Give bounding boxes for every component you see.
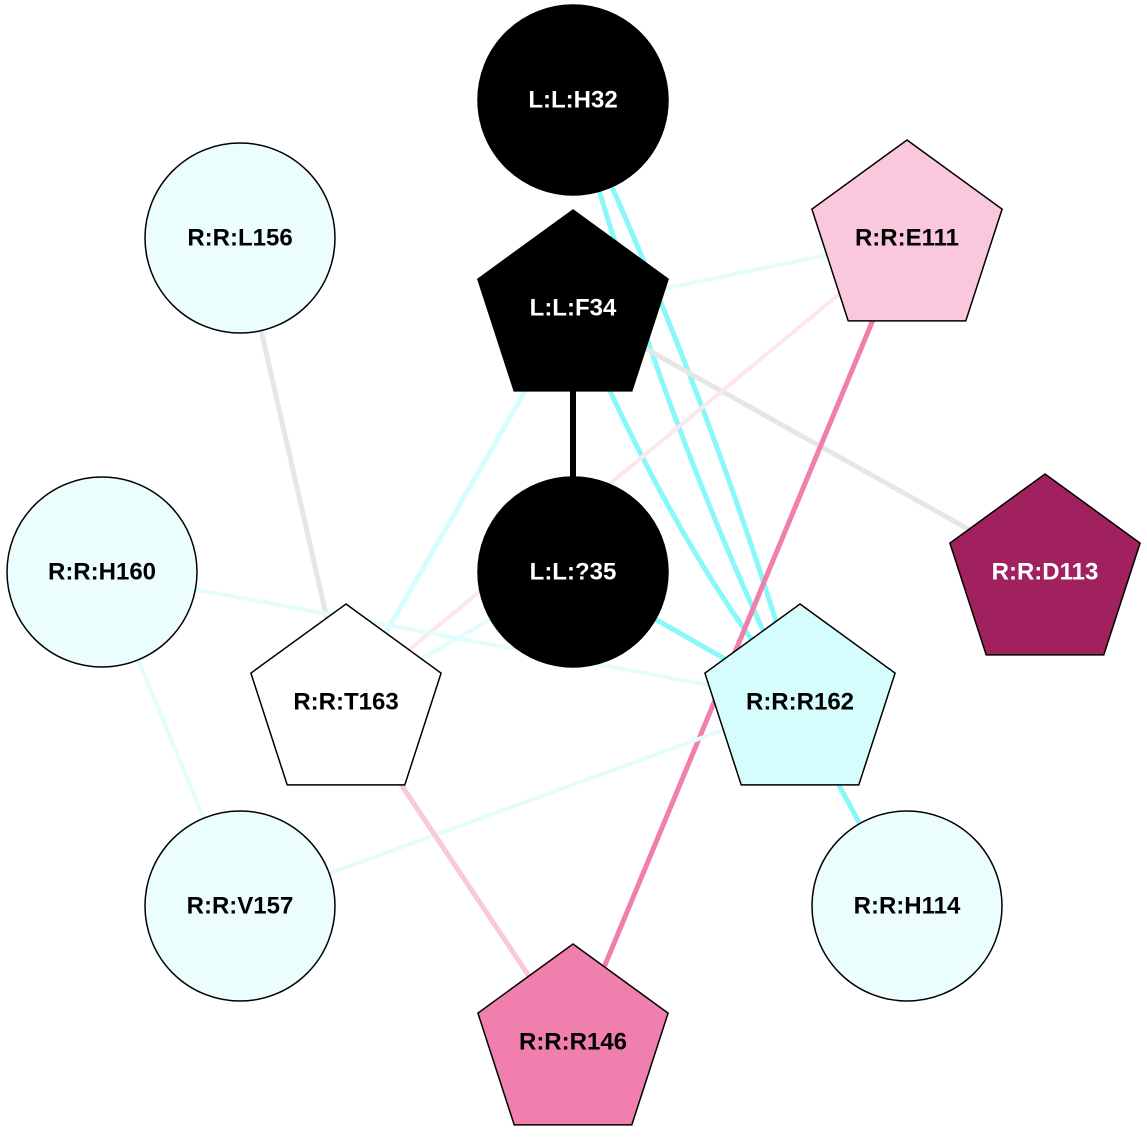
node-shape-l-l-h32 [477, 4, 669, 196]
edge-r-r-v157-r-r-r162 [239, 700, 801, 908]
edge-r-r-e111-r-r-r146 [570, 237, 910, 1043]
node-shape-r-r-d113 [949, 473, 1141, 656]
node-shape-l-l-35 [477, 476, 669, 668]
node-r-r-l156[interactable]: R:R:L156 [144, 142, 336, 334]
node-r-r-r146[interactable]: R:R:R146 [477, 943, 669, 1126]
node-label-r-r-h160: R:R:H160 [48, 559, 156, 586]
node-shape-r-r-v157 [144, 810, 336, 1002]
node-shape-l-l-f34 [477, 209, 669, 392]
node-r-r-v157[interactable]: R:R:V157 [144, 810, 336, 1002]
node-l-l-f34[interactable]: L:L:F34 [477, 209, 669, 392]
node-r-r-d113[interactable]: R:R:D113 [949, 473, 1141, 656]
node-r-r-e111[interactable]: R:R:E111 [811, 139, 1003, 322]
node-label-r-r-v157: R:R:V157 [187, 893, 294, 920]
node-l-l-h32[interactable]: L:L:H32 [477, 4, 669, 196]
edge-l-l-h32-r-r-h114 [570, 99, 910, 908]
node-label-r-r-t163: R:R:T163 [293, 689, 398, 716]
node-label-l-l-h32: L:L:H32 [528, 87, 617, 114]
node-shape-r-r-r146 [477, 943, 669, 1126]
node-label-l-l-f34: L:L:F34 [530, 295, 617, 322]
node-shape-r-r-h114 [811, 810, 1003, 1002]
node-shape-r-r-t163 [250, 603, 442, 786]
node-label-r-r-h114: R:R:H114 [854, 893, 961, 920]
node-shape-r-r-h160 [6, 476, 198, 668]
node-label-l-l-35: L:L:?35 [530, 559, 617, 586]
node-shape-r-r-e111 [811, 139, 1003, 322]
node-shape-r-r-r162 [704, 603, 896, 786]
node-shape-r-r-l156 [144, 142, 336, 334]
node-r-r-h114[interactable]: R:R:H114 [811, 810, 1003, 1002]
node-label-r-r-d113: R:R:D113 [992, 559, 1099, 586]
node-r-r-r162[interactable]: R:R:R162 [704, 603, 896, 786]
node-r-r-t163[interactable]: R:R:T163 [250, 603, 442, 786]
node-label-r-r-r162: R:R:R162 [746, 689, 854, 716]
node-r-r-h160[interactable]: R:R:H160 [6, 476, 198, 668]
node-l-l-35[interactable]: L:L:?35 [477, 476, 669, 668]
node-label-r-r-r146: R:R:R146 [519, 1029, 627, 1056]
node-label-r-r-e111: R:R:E111 [855, 225, 959, 252]
edge-r-r-e111-r-r-t163 [344, 236, 909, 704]
edge-r-r-h160-r-r-r162 [101, 570, 801, 704]
edge-l-l-f34-r-r-d113 [571, 305, 1047, 575]
node-label-r-r-l156: R:R:L156 [187, 225, 292, 252]
